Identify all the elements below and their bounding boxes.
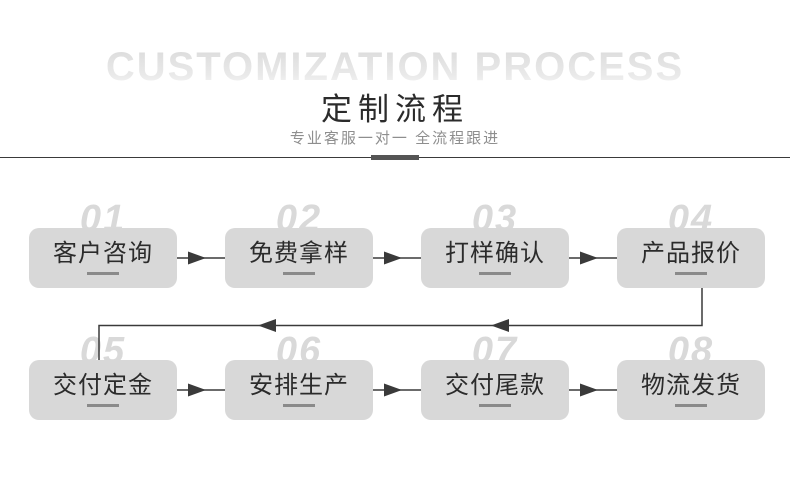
arrow-right-icon (384, 383, 402, 397)
step-underline (283, 272, 315, 276)
step-card-07: 07 交付尾款 (421, 332, 569, 420)
arrow-right-icon (188, 251, 206, 265)
step-card-01: 01 客户咨询 (29, 200, 177, 288)
step-card-04: 04 产品报价 (617, 200, 765, 288)
step-card-02: 02 免费拿样 (225, 200, 373, 288)
step-underline (87, 272, 119, 276)
arrow-right-icon (384, 251, 402, 265)
step-underline (675, 404, 707, 408)
step-box: 交付尾款 (421, 360, 569, 420)
page-title: 定制流程 (321, 92, 469, 127)
step-label: 安排生产 (249, 371, 349, 399)
step-underline (283, 404, 315, 408)
step-box: 客户咨询 (29, 228, 177, 288)
step-card-08: 08 物流发货 (617, 332, 765, 420)
step-box: 免费拿样 (225, 228, 373, 288)
step-underline (479, 272, 511, 276)
page-subtitle: 专业客服一对一 全流程跟进 (289, 130, 501, 147)
divider-accent-bar (371, 155, 419, 160)
step-card-03: 03 打样确认 (421, 200, 569, 288)
arrow-right-icon (580, 383, 598, 397)
step-underline (675, 272, 707, 276)
step-label: 交付定金 (53, 371, 153, 399)
step-box: 交付定金 (29, 360, 177, 420)
watermark-title: CUSTOMIZATION PROCESS (0, 45, 790, 90)
return-connector (98, 288, 703, 360)
step-box: 产品报价 (617, 228, 765, 288)
step-underline (479, 404, 511, 408)
arrow-left-icon (258, 319, 276, 332)
step-label: 物流发货 (641, 371, 741, 399)
step-card-06: 06 安排生产 (225, 332, 373, 420)
step-box: 打样确认 (421, 228, 569, 288)
step-box: 物流发货 (617, 360, 765, 420)
arrow-right-icon (580, 251, 598, 265)
step-label: 客户咨询 (53, 239, 153, 267)
step-label: 产品报价 (641, 239, 741, 267)
step-label: 交付尾款 (445, 371, 545, 399)
step-label: 打样确认 (445, 239, 545, 267)
step-label: 免费拿样 (249, 239, 349, 267)
step-underline (87, 404, 119, 408)
step-card-05: 05 交付定金 (29, 332, 177, 420)
arrow-right-icon (188, 383, 206, 397)
step-box: 安排生产 (225, 360, 373, 420)
